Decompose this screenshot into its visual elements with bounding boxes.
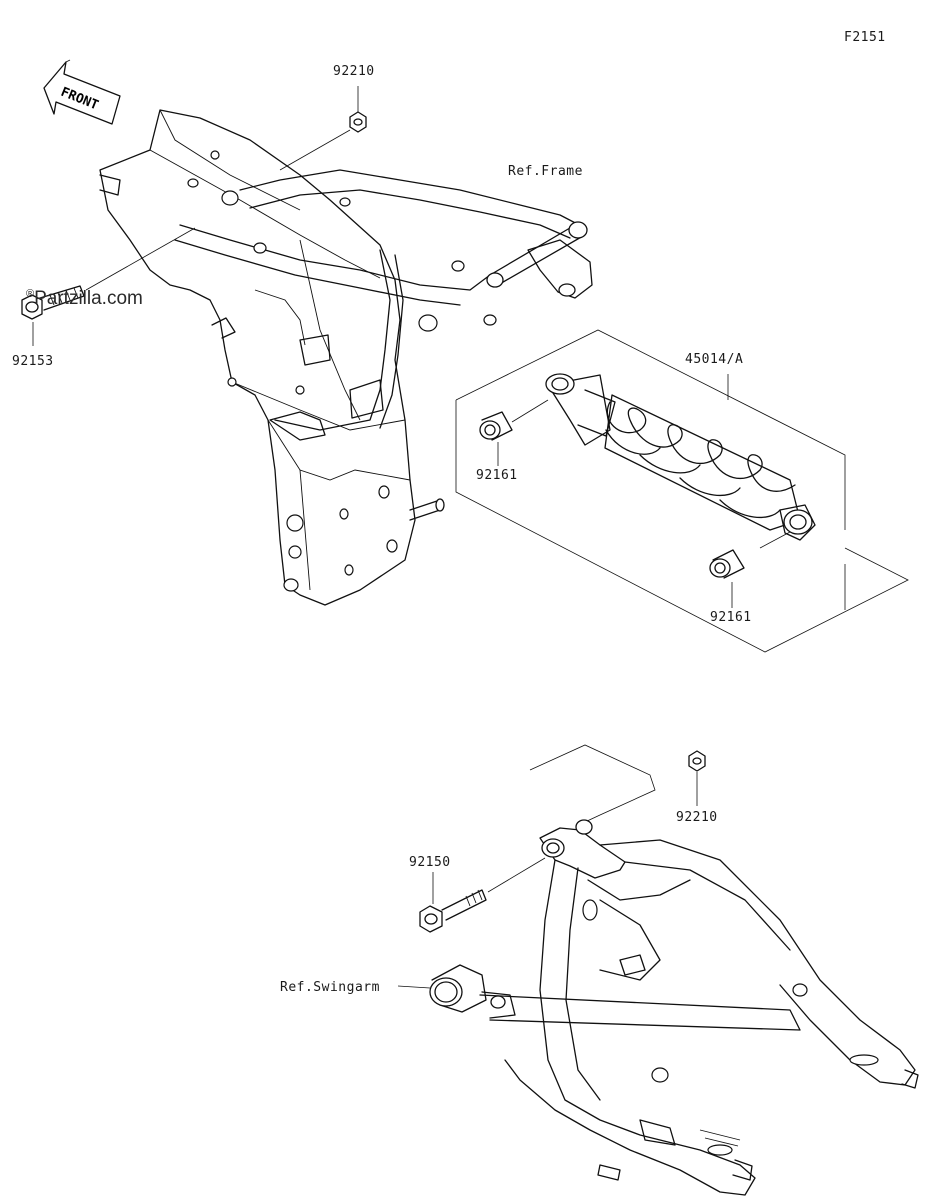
part-label-92161-lower[interactable]: 92161 <box>710 610 752 625</box>
frame-illustration <box>99 109 593 606</box>
nut-92210-upper-icon <box>279 86 367 171</box>
bolt-92153-icon <box>21 227 196 346</box>
watermark-text: ®Partzilla.com <box>26 288 143 310</box>
front-arrow-icon: FRONT <box>43 59 121 125</box>
bolt-92150-icon <box>419 857 546 933</box>
part-label-92153[interactable]: 92153 <box>12 354 54 369</box>
shock-absorber-group <box>455 329 909 653</box>
ref-frame-label[interactable]: Ref.Frame <box>508 164 583 179</box>
diagram-id-label: F2151 <box>844 30 886 45</box>
part-label-45014-a[interactable]: 45014/A <box>685 352 744 367</box>
registered-icon: ® <box>26 288 35 300</box>
nut-92210-lower-icon <box>529 744 706 823</box>
part-label-92210-lower[interactable]: 92210 <box>676 810 718 825</box>
part-label-92161-upper[interactable]: 92161 <box>476 468 518 483</box>
watermark-label: Partzilla.com <box>34 288 143 309</box>
ref-swingarm-label[interactable]: Ref.Swingarm <box>280 980 380 995</box>
swingarm-illustration <box>397 819 919 1196</box>
part-label-92150[interactable]: 92150 <box>409 855 451 870</box>
part-label-92210-upper[interactable]: 92210 <box>333 64 375 79</box>
